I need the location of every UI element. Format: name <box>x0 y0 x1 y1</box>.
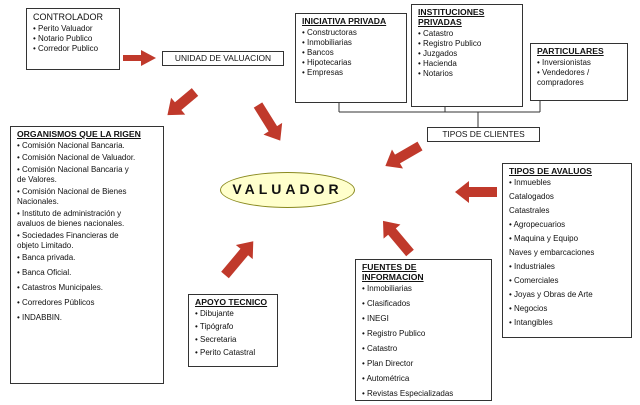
tipos-avaluos-list: • Inmuebles Catalogados Catastrales • Ag… <box>509 178 625 328</box>
particulares-box: PARTICULARES • Inversionistas • Vendedor… <box>530 43 628 101</box>
list-item: • Vendedores / compradores <box>537 68 590 87</box>
instituciones-box: INSTITUCIONES PRIVADAS • Catastro • Regi… <box>411 4 523 107</box>
list-item: • Intangibles <box>509 318 553 327</box>
list-item: • Notario Publico <box>33 34 93 43</box>
apoyo-box: APOYO TECNICO • Dibujante • Tipógrafo • … <box>188 294 278 367</box>
iniciativa-title: INICIATIVA PRIVADA <box>302 16 387 26</box>
list-item: • Banca Oficial. <box>17 268 72 277</box>
particulares-list: • Inversionistas • Vendedores / comprado… <box>537 58 621 88</box>
list-item: • Hacienda <box>418 59 457 68</box>
list-item: Naves y embarcaciones <box>509 248 595 257</box>
apoyo-list: • Dibujante • Tipógrafo • Secretaria • P… <box>195 309 271 358</box>
valuador-ellipse: VALUADOR <box>220 172 355 208</box>
list-item: • Joyas y Obras de Arte <box>509 290 593 299</box>
list-item: • Banca privada. <box>17 253 76 262</box>
organismos-list: • Comisión Nacional Bancaria. • Comisión… <box>17 141 157 323</box>
list-item: Catalogados <box>509 192 554 201</box>
list-item: • Inmobiliarias <box>302 38 352 47</box>
list-item: • Instituto de administración y avaluos … <box>17 209 125 228</box>
arrow-avaluos-valuador <box>455 181 497 203</box>
list-item: • Agropecuarios <box>509 220 566 229</box>
apoyo-title: APOYO TECNICO <box>195 297 268 307</box>
list-item: • Hipotecarias <box>302 58 352 67</box>
tipos-avaluos-title: TIPOS DE AVALUOS <box>509 166 592 176</box>
organismos-box: ORGANISMOS QUE LA RIGEN • Comisión Nacio… <box>10 126 164 384</box>
controlador-list: • Perito Valuador • Notario Publico • Co… <box>33 24 113 54</box>
list-item: • Revistas Especializadas <box>362 389 454 398</box>
fuentes-list: • Inmobiliarias • Clasificados • INEGI •… <box>362 284 485 399</box>
organismos-title: ORGANISMOS QUE LA RIGEN <box>17 129 141 139</box>
list-item: • Perito Catastral <box>195 348 256 357</box>
particulares-title: PARTICULARES <box>537 46 604 56</box>
list-item: • Plan Director <box>362 359 414 368</box>
controlador-title: CONTROLADOR <box>33 12 104 22</box>
instituciones-title: INSTITUCIONES PRIVADAS <box>418 7 485 27</box>
list-item: • Inversionistas <box>537 58 591 67</box>
list-item: • Comisión Nacional Bancaria y de Valore… <box>17 165 129 184</box>
arrow-to-organismos <box>167 88 199 116</box>
list-item: • Notarios <box>418 69 453 78</box>
list-item: • Dibujante <box>195 309 234 318</box>
list-item: • Corredores Públicos <box>17 298 95 307</box>
list-item: • Registro Publico <box>362 329 426 338</box>
list-item: Catastrales <box>509 206 550 215</box>
list-item: • Constructoras <box>302 28 357 37</box>
list-item: • Bancos <box>302 48 334 57</box>
list-item: • Corredor Publico <box>33 44 99 53</box>
fuentes-title: FUENTES DE INFORMACION <box>362 262 424 282</box>
list-item: • Comisión Nacional Bancaria. <box>17 141 125 150</box>
arrow-to-controlador <box>123 50 156 66</box>
fuentes-box: FUENTES DE INFORMACION • Inmobiliarias •… <box>355 259 492 401</box>
list-item: • INEGI <box>362 314 389 323</box>
list-item: • Industriales <box>509 262 555 271</box>
list-item: • Sociedades Financieras de objeto Limit… <box>17 231 119 250</box>
list-item: • Maquina y Equipo <box>509 234 579 243</box>
arrow-fuentes-valuador <box>383 220 414 257</box>
iniciativa-list: • Constructoras • Inmobiliarias • Bancos… <box>302 28 400 78</box>
list-item: • Autométrica <box>362 374 410 383</box>
list-item: • Comerciales <box>509 276 559 285</box>
list-item: • Perito Valuador <box>33 24 93 33</box>
list-item: • Catastros Municipales. <box>17 283 103 292</box>
list-item: • Inmobiliarias <box>362 284 412 293</box>
list-item: • Negocios <box>509 304 548 313</box>
list-item: • INDABBIN. <box>17 313 63 322</box>
tipos-avaluos-box: TIPOS DE AVALUOS • Inmuebles Catalogados… <box>502 163 632 338</box>
arrow-unidad-valuador <box>253 102 283 141</box>
list-item: • Clasificados <box>362 299 411 308</box>
list-item: • Registro Publico <box>418 39 482 48</box>
arrow-clientes-valuador <box>385 141 423 169</box>
controlador-box: CONTROLADOR • Perito Valuador • Notario … <box>26 8 120 70</box>
instituciones-list: • Catastro • Registro Publico • Juzgados… <box>418 29 516 79</box>
list-item: • Juzgados <box>418 49 458 58</box>
list-item: • Tipógrafo <box>195 322 234 331</box>
list-item: • Empresas <box>302 68 344 77</box>
list-item: • Catastro <box>418 29 454 38</box>
list-item: • Catastro <box>362 344 398 353</box>
list-item: • Inmuebles <box>509 178 551 187</box>
arrow-apoyo-valuador <box>221 241 254 279</box>
list-item: • Comisión Nacional de Bienes Nacionales… <box>17 187 127 206</box>
list-item: • Secretaria <box>195 335 237 344</box>
tipos-clientes-label: TIPOS DE CLIENTES <box>427 127 540 142</box>
list-item: • Comisión Nacional de Valuador. <box>17 153 136 162</box>
iniciativa-box: INICIATIVA PRIVADA • Constructoras • Inm… <box>295 13 407 103</box>
unidad-label: UNIDAD DE VALUACION <box>162 51 284 66</box>
